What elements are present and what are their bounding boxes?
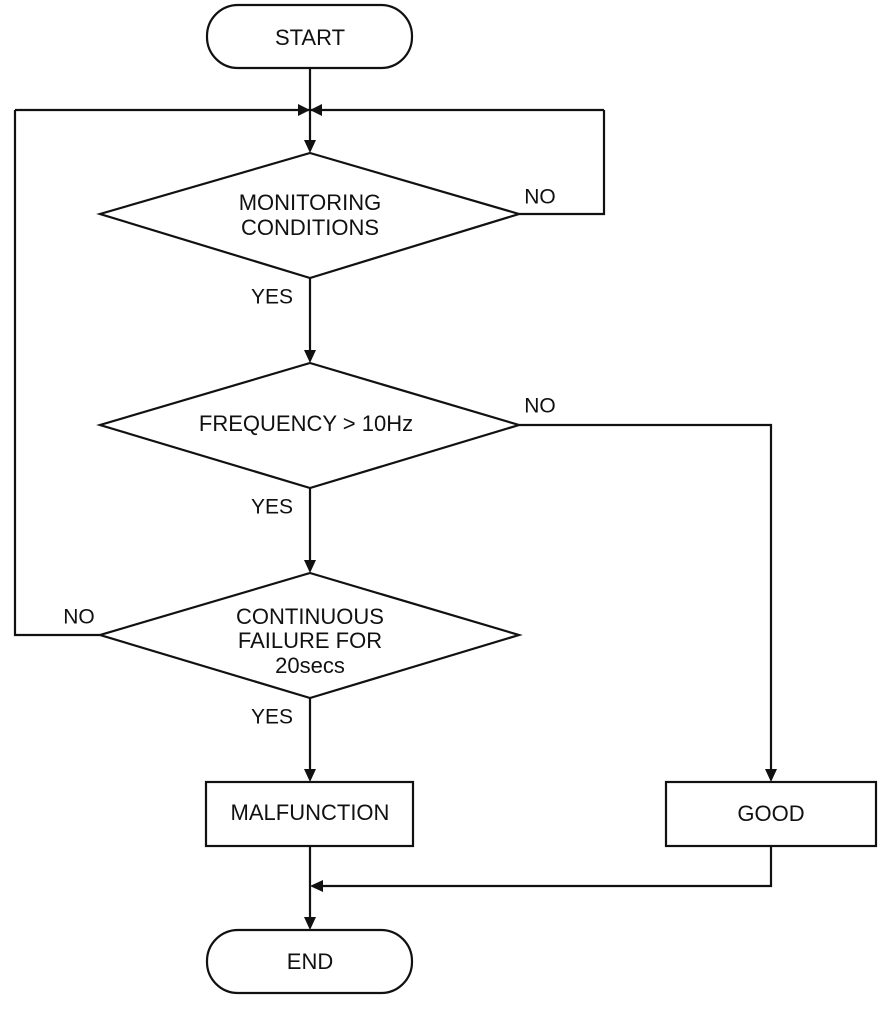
arrow-into-continuous — [304, 560, 316, 573]
end-label: END — [287, 949, 333, 974]
frequency-no-label: NO — [524, 395, 556, 418]
arrowheads — [298, 104, 777, 930]
connector-monitoring-no — [519, 110, 606, 216]
frequency-yes-label: YES — [251, 496, 293, 519]
arrow-right-into-merge — [310, 104, 322, 116]
start-label: START — [275, 25, 345, 50]
monitoring-yes-label: YES — [251, 286, 293, 309]
continuous-yes-label: YES — [251, 706, 293, 729]
good-process: GOOD — [664, 780, 878, 848]
arrow-into-frequency — [304, 350, 316, 363]
monitoring-label-line1: MONITORING — [239, 190, 382, 215]
arrow-into-monitoring — [304, 140, 316, 153]
arrow-good-merge — [310, 880, 323, 892]
connector-good-end — [322, 846, 773, 888]
monitoring-conditions-decision: MONITORING CONDITIONS — [96, 151, 523, 280]
arrow-into-end — [304, 917, 316, 930]
end-terminal: END — [205, 928, 414, 995]
continuous-label-line1: CONTINUOUS — [236, 604, 384, 629]
continuous-failure-decision: CONTINUOUS FAILURE FOR 20secs — [96, 571, 523, 700]
continuous-no-label: NO — [63, 606, 95, 629]
frequency-label: FREQUENCY > 10Hz — [199, 411, 413, 436]
frequency-decision: FREQUENCY > 10Hz — [96, 361, 523, 490]
edge-labels: NO YES NO YES NO YES — [63, 186, 556, 729]
malfunction-process: MALFUNCTION — [204, 780, 415, 848]
start-terminal: START — [205, 3, 414, 70]
connector-continuous-no — [13, 110, 100, 637]
good-label: GOOD — [737, 801, 804, 826]
monitoring-no-label: NO — [524, 186, 556, 209]
arrow-left-into-merge — [298, 104, 310, 116]
connector-frequency-no — [519, 423, 773, 770]
malfunction-label: MALFUNCTION — [231, 800, 390, 825]
continuous-label-line2: FAILURE FOR — [238, 628, 382, 653]
continuous-label-line3: 20secs — [275, 653, 345, 678]
connectors — [13, 68, 773, 918]
arrow-into-malfunction — [304, 769, 316, 782]
arrow-into-good — [765, 769, 777, 782]
monitoring-label-line2: CONDITIONS — [241, 215, 379, 240]
